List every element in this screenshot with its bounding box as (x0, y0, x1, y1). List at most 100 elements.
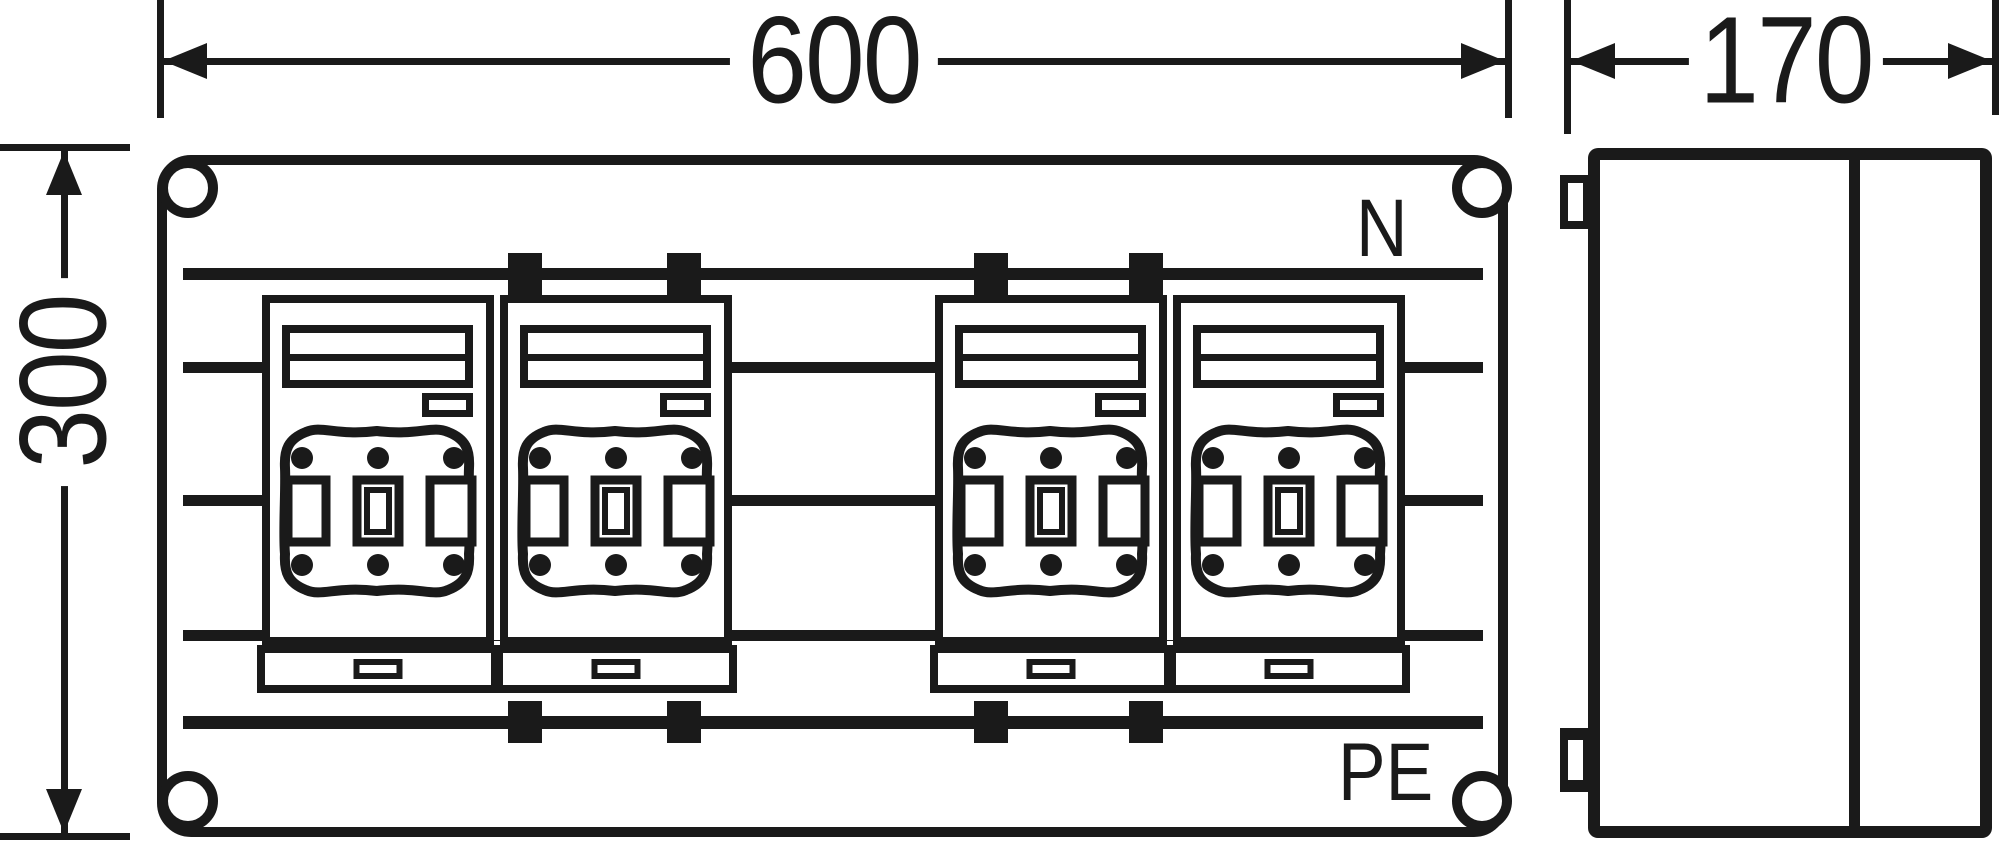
screw-dot (1278, 447, 1300, 469)
neutral-label: N (1356, 183, 1408, 274)
fuse-slot (663, 475, 715, 547)
fuse-unit-nameplate (520, 325, 711, 388)
fuse-unit-base (495, 645, 737, 693)
fuse-slot-handle (1037, 487, 1065, 535)
screw-dot (964, 447, 986, 469)
extension-line (1564, 0, 1571, 134)
screw-dot (1040, 554, 1062, 576)
fuse-unit-base (257, 645, 499, 693)
arrow-right-icon (1461, 43, 1505, 79)
fuse-unit-indicator-window (660, 393, 711, 417)
screw-dot (1202, 447, 1224, 469)
screw-dot (1202, 554, 1224, 576)
hinge-tab-slot (1568, 183, 1583, 221)
screw-dot (529, 554, 551, 576)
screw-dot (529, 447, 551, 469)
fuse-switch-unit (257, 295, 499, 693)
fuse-unit-indicator-window (1095, 393, 1146, 417)
fuse-unit-nameplate (955, 325, 1146, 388)
screw-dot (367, 447, 389, 469)
busbar-clamp (508, 701, 542, 743)
nameplate-divider (1201, 354, 1376, 361)
rail-bottom (183, 630, 1483, 641)
screw-dot (681, 554, 703, 576)
base-tab (353, 659, 403, 679)
busbar-clamp (508, 253, 542, 295)
busbar-clamp (974, 701, 1008, 743)
arrow-down-icon (46, 789, 82, 833)
hinge-tab-slot (1568, 740, 1583, 780)
screw-dot (443, 554, 465, 576)
neutral-busbar (183, 268, 1483, 280)
busbar-clamp (1129, 253, 1163, 295)
mounting-hole (158, 771, 218, 831)
screw-dot (681, 447, 703, 469)
mounting-hole (1452, 771, 1512, 831)
arrow-left-icon (1571, 43, 1615, 79)
fuse-unit-base (1168, 645, 1410, 693)
height-dimension-label: 300 (0, 277, 133, 487)
fuse-unit-base (930, 645, 1172, 693)
fuse-cover (952, 424, 1150, 598)
extension-line (1992, 0, 1999, 115)
busbar-clamp (1129, 701, 1163, 743)
screw-dot (605, 554, 627, 576)
rail-middle (183, 495, 1483, 506)
depth-dimension-label: 170 (1688, 0, 1884, 123)
fuse-slot-handle (1275, 487, 1303, 535)
enclosure-front-view (157, 155, 1508, 837)
nameplate-divider (528, 354, 703, 361)
fuse-unit-nameplate (1193, 325, 1384, 388)
arrow-right-icon (1948, 43, 1992, 79)
fuse-cover (517, 424, 715, 598)
screw-dot (443, 447, 465, 469)
screw-dot (367, 554, 389, 576)
mounting-hole (158, 158, 218, 218)
screw-dot (964, 554, 986, 576)
screw-dot (1116, 554, 1138, 576)
fuse-slot (521, 475, 569, 547)
screw-dot (1116, 447, 1138, 469)
busbar-clamp (974, 253, 1008, 295)
screw-dot (291, 554, 313, 576)
fuse-switch-unit (930, 295, 1172, 693)
fuse-unit-indicator-window (1333, 393, 1384, 417)
fuse-switch-unit (495, 295, 737, 693)
fuse-slot (1336, 475, 1388, 547)
arrow-up-icon (46, 151, 82, 195)
screw-dot (291, 447, 313, 469)
base-tab (1264, 659, 1314, 679)
width-dimension-label: 600 (729, 0, 939, 123)
busbar-clamp (667, 253, 701, 295)
extension-line (0, 144, 130, 151)
pe-busbar (183, 716, 1483, 729)
dimension-line (61, 151, 68, 833)
fuse-slot (283, 475, 331, 547)
screw-dot (1354, 447, 1376, 469)
side-view-body (1588, 148, 1992, 838)
base-tab (591, 659, 641, 679)
extension-line (1505, 0, 1512, 118)
mounting-hole (1452, 158, 1512, 218)
unit-gap (494, 300, 500, 640)
nameplate-divider (963, 354, 1138, 361)
fuse-cover (279, 424, 477, 598)
fuse-slot (1194, 475, 1242, 547)
unit-gap (1167, 300, 1173, 640)
fuse-slot (425, 475, 477, 547)
screw-dot (1354, 554, 1376, 576)
screw-dot (605, 447, 627, 469)
screw-dot (1278, 554, 1300, 576)
fuse-slot (956, 475, 1004, 547)
rail-top (183, 362, 1483, 373)
base-tab (1026, 659, 1076, 679)
extension-line (0, 833, 130, 840)
arrow-left-icon (163, 43, 207, 79)
extension-line (157, 0, 164, 118)
fuse-slot-handle (364, 487, 392, 535)
pe-label: PE (1338, 727, 1434, 818)
fuse-cover (1190, 424, 1388, 598)
nameplate-divider (290, 354, 465, 361)
fuse-unit-indicator-window (422, 393, 473, 417)
